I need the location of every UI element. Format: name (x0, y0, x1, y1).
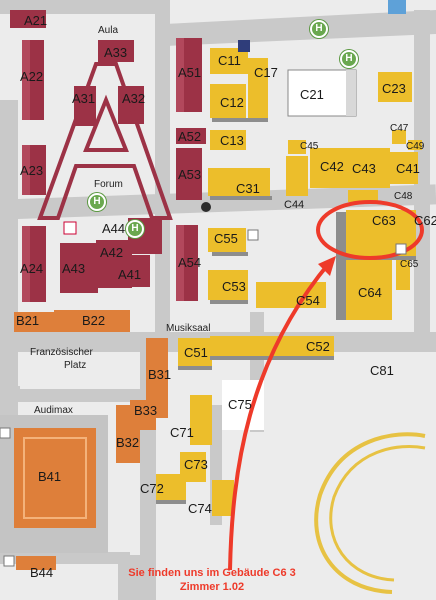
label-b41: B41 (38, 469, 62, 484)
campus-logo-inner (329, 445, 426, 582)
moon-icon (238, 40, 250, 52)
location-note-line2: Zimmer 1.02 (179, 581, 245, 593)
label-b44: B44 (30, 565, 54, 580)
parking-icon (0, 427, 11, 439)
label-a32: A32 (122, 91, 146, 106)
parking-icon (63, 221, 77, 235)
label-c42: C42 (320, 159, 344, 174)
a-building-roofs (22, 38, 184, 302)
label-c31: C31 (236, 181, 260, 196)
label-c65: C65 (400, 259, 419, 270)
label-a21: A21 (24, 13, 48, 28)
label-c71: C71 (170, 425, 194, 440)
label-c73: C73 (184, 457, 208, 472)
label-c74: C74 (188, 501, 212, 516)
label-a41: A41 (118, 267, 142, 282)
label-c72: C72 (140, 481, 164, 496)
bus-stop-icon: H (340, 50, 358, 68)
label-c13: C13 (220, 133, 244, 148)
post-horn-icon (201, 202, 211, 212)
place-franzoesischer: Französischer (30, 347, 93, 358)
label-b31: B31 (148, 367, 172, 382)
franzoesischer-platz (20, 355, 140, 389)
label-b33: B33 (134, 403, 158, 418)
parking-icon (3, 555, 15, 567)
label-a44: A44 (102, 221, 126, 236)
label-c54: C54 (296, 293, 320, 308)
label-c49: C49 (406, 141, 425, 152)
label-c21: C21 (300, 87, 324, 102)
label-a43: A43 (62, 261, 86, 276)
label-a31: A31 (72, 91, 96, 106)
label-c75: C75 (228, 397, 252, 412)
label-c64: C64 (358, 285, 382, 300)
label-a52: A52 (178, 129, 202, 144)
label-c63: C63 (372, 213, 396, 228)
label-a23: A23 (20, 163, 44, 178)
label-c43: C43 (352, 161, 376, 176)
label-b22: B22 (82, 313, 106, 328)
label-a54: A54 (178, 255, 202, 270)
place-forum: Forum (94, 179, 123, 190)
place-aula: Aula (98, 25, 119, 36)
label-b21: B21 (16, 313, 40, 328)
b41-inner-ring (23, 437, 87, 519)
label-c53: C53 (222, 279, 246, 294)
blue-building (388, 0, 406, 14)
parking-icon (247, 229, 259, 241)
route-arrow (228, 260, 332, 571)
label-c41: C41 (396, 161, 420, 176)
label-a24: A24 (20, 261, 44, 276)
place-platz: Platz (64, 360, 87, 371)
label-c48: C48 (394, 191, 413, 202)
label-c81: C81 (370, 363, 394, 378)
c21-building (287, 69, 357, 117)
label-c17: C17 (254, 65, 278, 80)
target-highlight (316, 200, 424, 260)
label-c45: C45 (300, 141, 319, 152)
label-c44: C44 (284, 199, 305, 211)
b-buildings (14, 310, 168, 570)
a-outline (37, 62, 173, 220)
place-audimax: Audimax (34, 405, 73, 416)
label-a33: A33 (104, 45, 128, 60)
label-b32: B32 (116, 435, 140, 450)
parking-icon (395, 243, 407, 255)
label-a22: A22 (20, 69, 44, 84)
label-a53: A53 (178, 167, 202, 182)
c21-side (346, 70, 356, 116)
label-a51: A51 (178, 65, 202, 80)
label-c12: C12 (220, 95, 244, 110)
campus-logo-outer (314, 432, 426, 594)
location-note-line1: Sie finden uns im Gebäude C6 3 (128, 567, 296, 579)
route-arrow-head (318, 256, 336, 276)
bus-stop-icon: H (88, 193, 106, 211)
label-c52: C52 (306, 339, 330, 354)
label-c11: C11 (218, 53, 241, 68)
label-c51: C51 (184, 345, 208, 360)
bus-stop-icon: H (126, 220, 144, 238)
label-c62: C62 (414, 213, 436, 228)
c-buildings (156, 48, 422, 516)
bus-stop-icon: H (310, 20, 328, 38)
place-musiksaal: Musiksaal (166, 323, 211, 334)
location-note: Sie finden uns im Gebäude C6 3 Zimmer 1.… (112, 566, 312, 594)
label-c47: C47 (390, 123, 409, 134)
label-c23: C23 (382, 81, 406, 96)
label-a42: A42 (100, 245, 124, 260)
label-c55: C55 (214, 231, 238, 246)
